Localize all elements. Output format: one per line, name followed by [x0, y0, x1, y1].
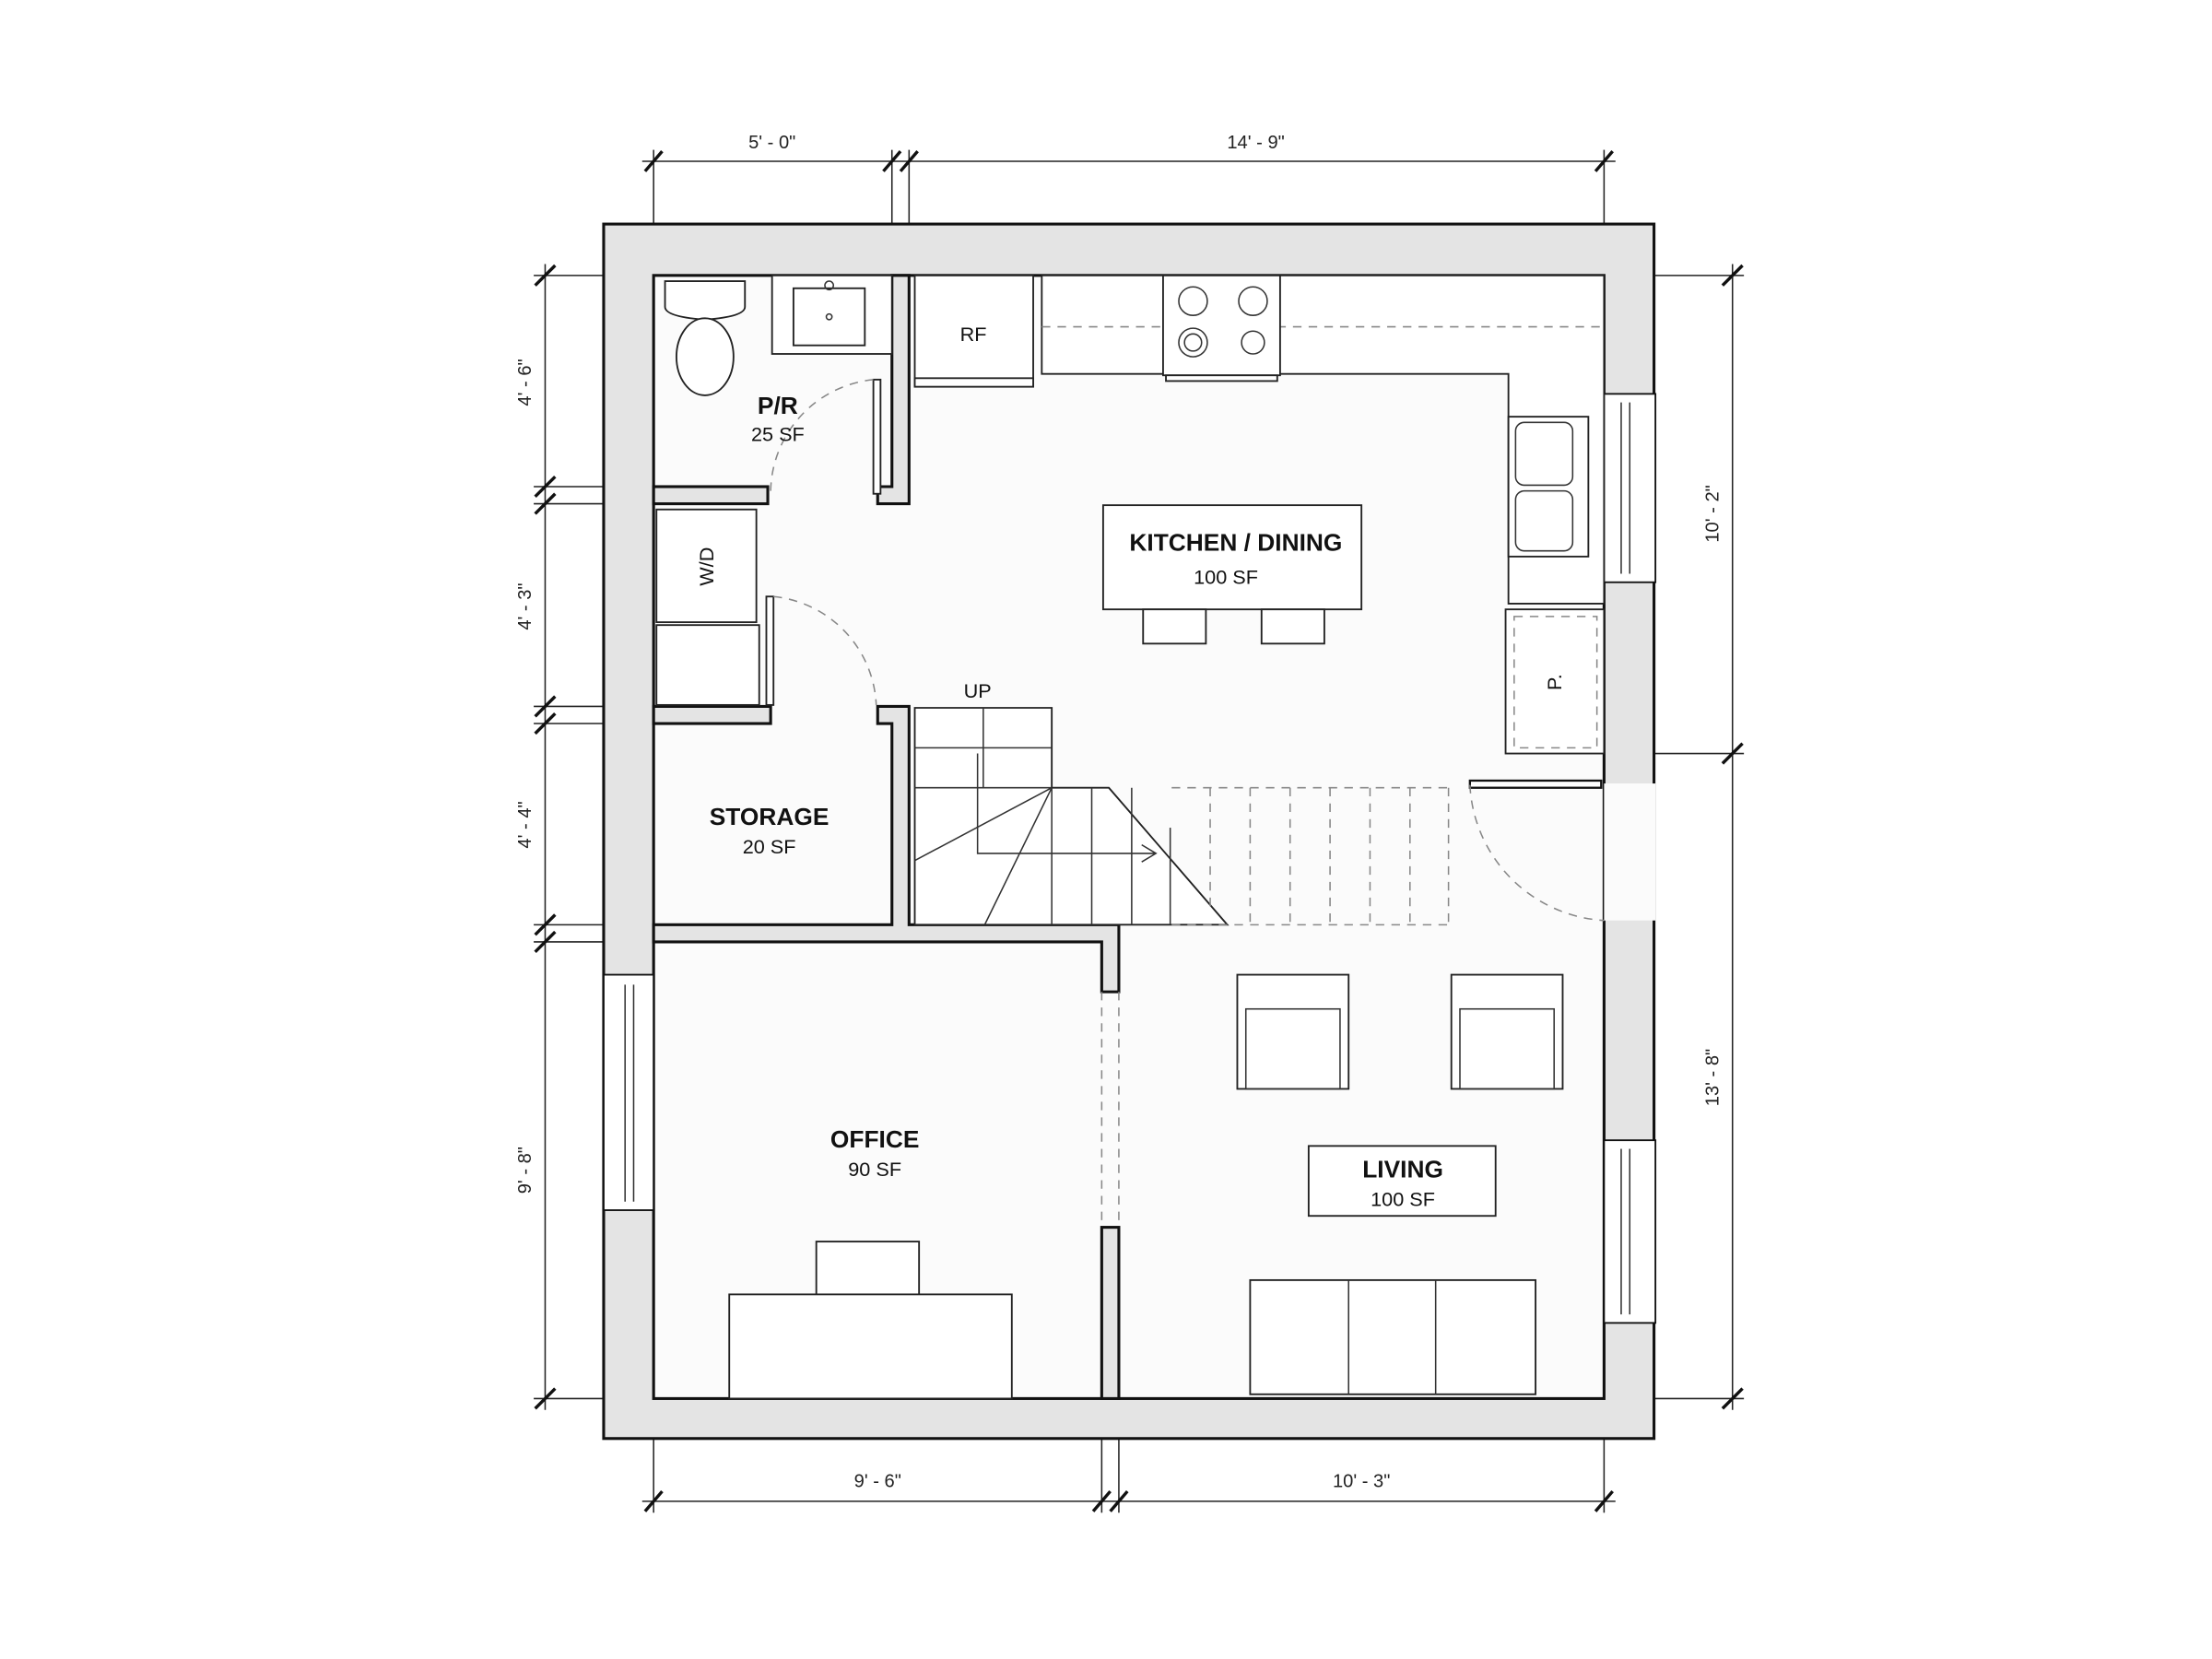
office-chair	[815, 1241, 921, 1300]
dim-left-3: 4' - 4"	[515, 801, 535, 848]
dim-left-4: 9' - 8"	[515, 1147, 535, 1194]
dim-bottom-1: 9' - 6"	[854, 1471, 901, 1491]
dim-top-1: 5' - 0"	[748, 133, 795, 153]
kitchen-island	[1101, 504, 1363, 611]
sink	[1507, 416, 1590, 558]
pantry	[1504, 608, 1606, 755]
dim-right-2: 13' - 8"	[1702, 1049, 1723, 1106]
room-area-pr: 25 SF	[751, 422, 805, 445]
living-furniture	[1236, 973, 1564, 1395]
room-area-office: 90 SF	[848, 1158, 901, 1181]
stairs-up-label: UP	[964, 679, 992, 702]
powder-room	[664, 274, 893, 495]
room-labels: P/R 25 SF KITCHEN / DINING 100 SF STORAG…	[710, 392, 1443, 1210]
washer-dryer	[655, 508, 758, 624]
pr-door	[872, 378, 882, 495]
bar-stool	[1260, 608, 1325, 645]
stairs: UP	[913, 679, 1450, 926]
office-furniture	[728, 1241, 1013, 1400]
refrigerator	[913, 274, 1034, 388]
sofa	[1249, 1278, 1536, 1395]
refrigerator-label: RF	[960, 323, 987, 346]
room-area-kitchen: 100 SF	[1194, 565, 1258, 588]
dimension-labels: 5' - 0" 14' - 9" 9' - 6" 10' - 3" 4' - 6…	[515, 133, 1723, 1491]
dim-left-2: 4' - 3"	[515, 582, 535, 629]
dim-left-1: 4' - 6"	[515, 359, 535, 406]
room-name-storage: STORAGE	[710, 803, 830, 830]
room-name-living: LIVING	[1362, 1155, 1443, 1182]
washer-dryer-label: W/D	[695, 547, 718, 586]
toilet-icon	[664, 280, 747, 321]
dim-bottom-2: 10' - 3"	[1333, 1471, 1390, 1491]
pantry-label: P.	[1543, 674, 1566, 690]
room-area-storage: 20 SF	[743, 835, 796, 858]
armchair	[1236, 973, 1350, 1090]
entry-door	[1468, 779, 1605, 922]
interior-walls	[652, 274, 1121, 1400]
living-label-box	[1307, 1145, 1497, 1218]
dim-right-1: 10' - 2"	[1702, 485, 1723, 542]
desk	[728, 1293, 1013, 1400]
room-name-kitchen: KITCHEN / DINING	[1129, 529, 1342, 557]
entry-door-opening	[1604, 783, 1656, 921]
room-name-office: OFFICE	[830, 1125, 919, 1153]
armchair	[1450, 973, 1564, 1090]
laundry: W/D	[655, 508, 877, 706]
room-area-living: 100 SF	[1371, 1187, 1435, 1210]
kitchen-fixtures: RF P.	[913, 274, 1606, 755]
dimension-lines	[534, 149, 1745, 1513]
room-name-pr: P/R	[758, 392, 798, 419]
window-office	[603, 973, 655, 1211]
bar-stool	[1142, 608, 1207, 645]
dim-top-2: 14' - 9"	[1227, 133, 1284, 153]
